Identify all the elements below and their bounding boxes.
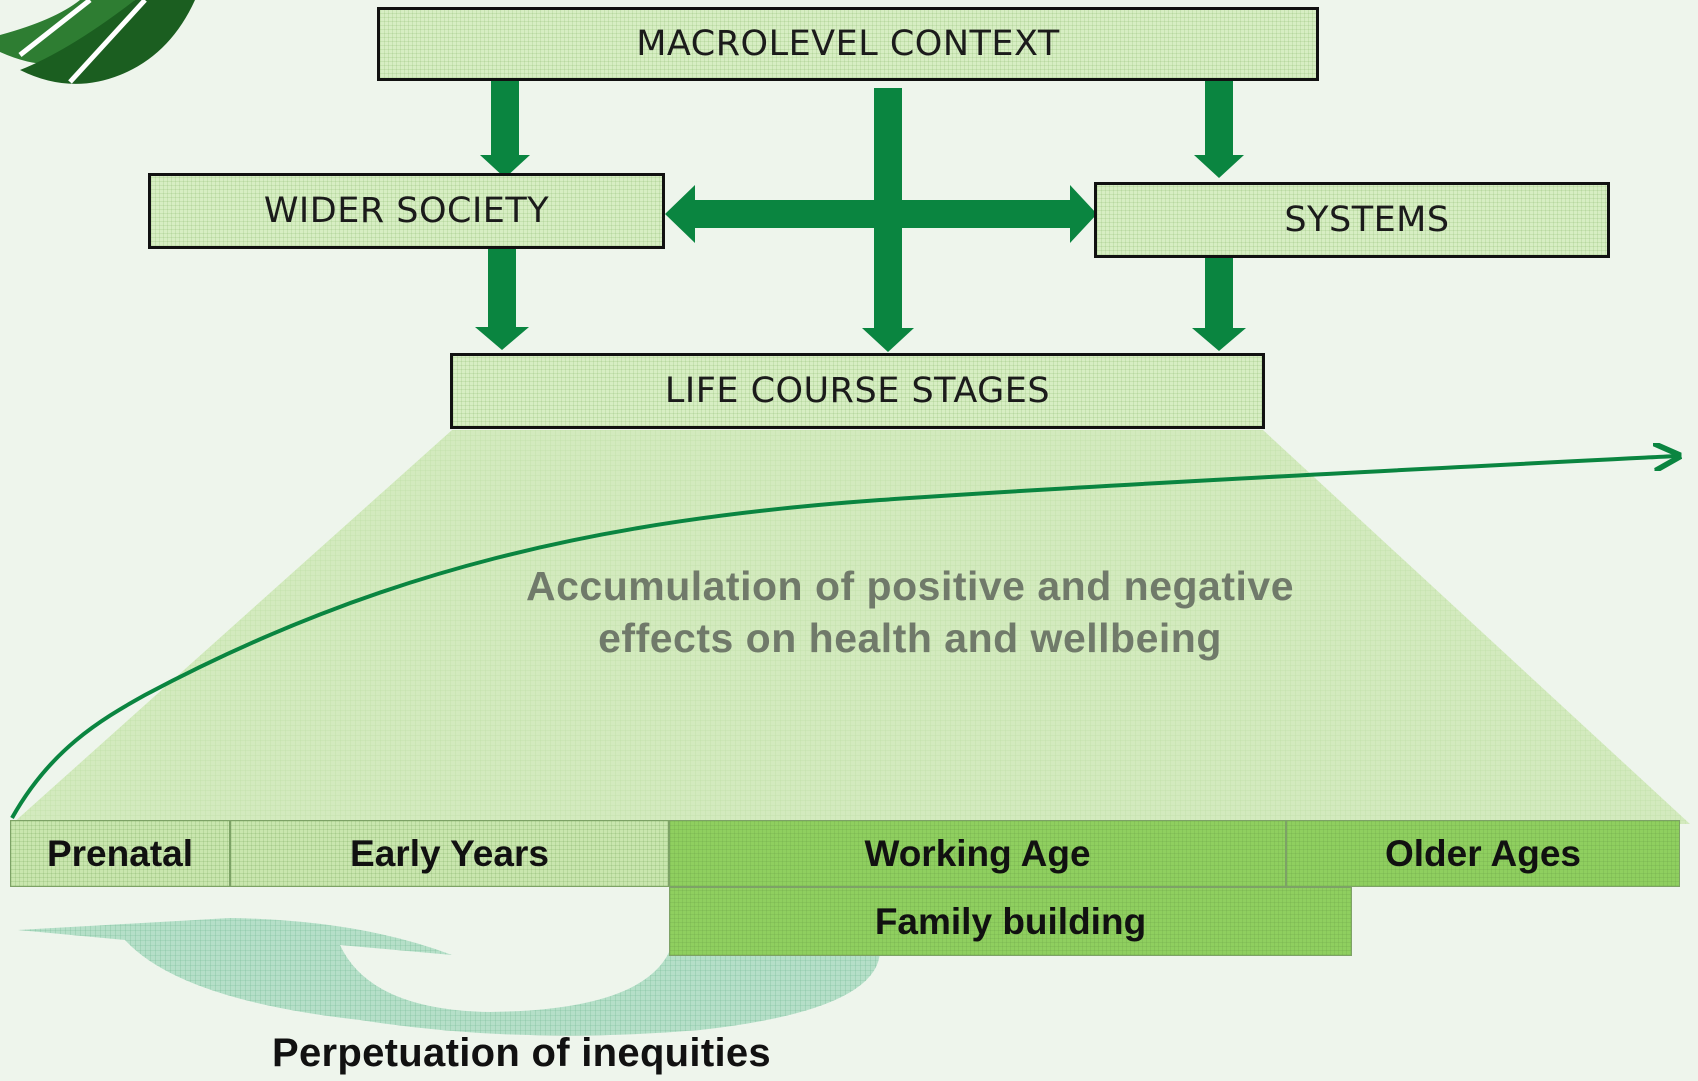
stage-working-age-label: Working Age — [864, 832, 1091, 874]
stage-family-building: Family building — [669, 887, 1352, 956]
accumulation-curve-arrow — [10, 456, 1677, 819]
wider-society-label: WIDER SOCIETY — [263, 191, 550, 231]
wider-society-box: WIDER SOCIETY — [148, 173, 665, 249]
stage-early-years: Early Years — [230, 820, 669, 887]
accumulation-line-2: effects on health and wellbeing — [598, 615, 1222, 661]
macrolevel-context-box: MACROLEVEL CONTEXT — [377, 7, 1319, 81]
accumulation-text: Accumulation of positive and negative ef… — [480, 560, 1340, 664]
stage-older-ages-label: Older Ages — [1384, 832, 1582, 874]
stage-older-ages: Older Ages — [1286, 820, 1680, 887]
systems-label: SYSTEMS — [1284, 200, 1450, 240]
stage-early-years-label: Early Years — [350, 832, 549, 874]
perpetuation-label: Perpetuation of inequities — [272, 1031, 771, 1075]
systems-box: SYSTEMS — [1094, 182, 1610, 258]
stage-working-age: Working Age — [669, 820, 1286, 887]
stage-prenatal-label: Prenatal — [46, 832, 193, 874]
leaf-segment-logo-icon — [0, 0, 195, 84]
life-course-stages-label: LIFE COURSE STAGES — [664, 371, 1051, 411]
flow-arrows — [475, 80, 1246, 352]
life-course-stages-box: LIFE COURSE STAGES — [450, 353, 1265, 429]
accumulation-line-1: Accumulation of positive and negative — [525, 563, 1294, 609]
stage-family-building-label: Family building — [874, 900, 1147, 942]
macrolevel-context-label: MACROLEVEL CONTEXT — [636, 24, 1060, 64]
stage-prenatal: Prenatal — [10, 820, 230, 887]
